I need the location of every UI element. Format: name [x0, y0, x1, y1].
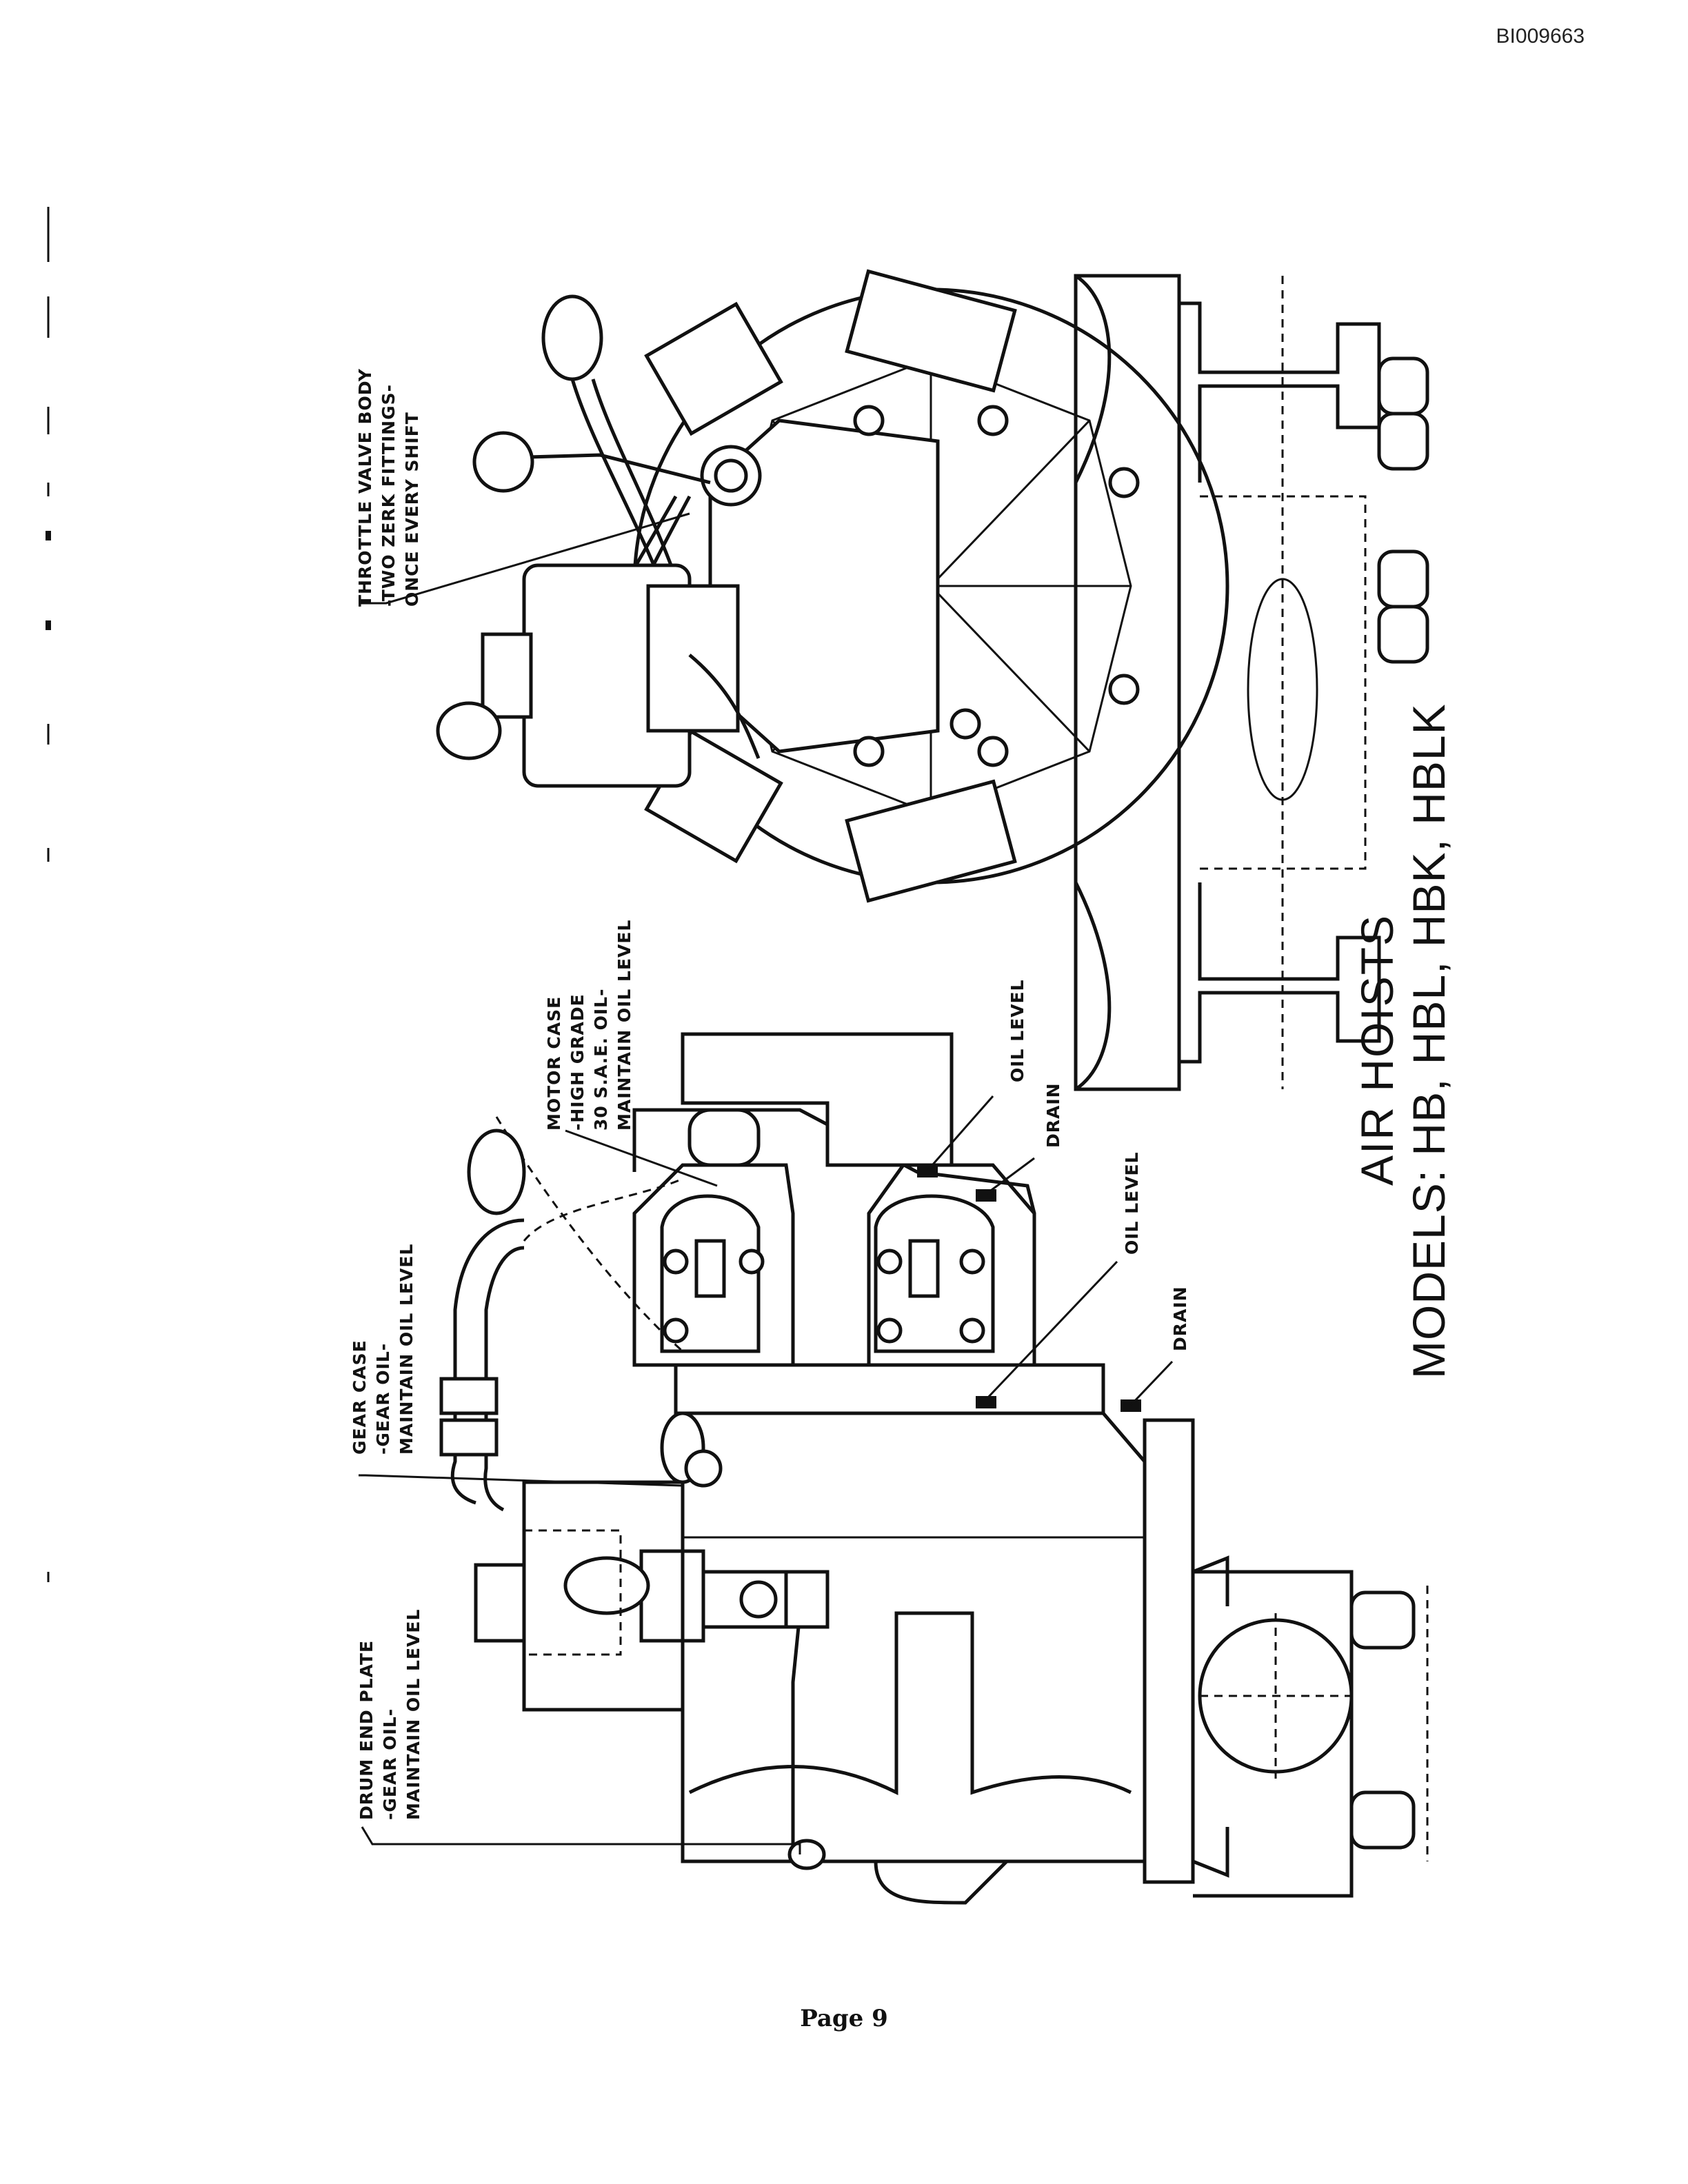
diagram-title-line1: AIR HOISTS [1352, 914, 1403, 1186]
side-view-leader-lines [359, 1095, 1174, 1854]
throttle-label-line2: -TWO ZERK FITTINGS- [379, 384, 399, 607]
oil-level-lower-label: OIL LEVEL [1122, 1151, 1142, 1255]
drum-end-plate-label-line1: DRUM END PLATE [356, 1640, 376, 1820]
document-id: BI009663 [1496, 25, 1585, 48]
motor-case-label-line4: MAINTAIN OIL LEVEL [614, 920, 634, 1131]
drum-end-plate-label-line3: MAINTAIN OIL LEVEL [403, 1609, 423, 1820]
motor-case-label-line2: -HIGH GRADE [567, 993, 587, 1131]
gear-case-label-line1: GEAR CASE [350, 1339, 370, 1455]
drum-end-plate-label-line2: -GEAR OIL- [380, 1708, 400, 1820]
motor-case-label-line3: 30 S.A.E. OIL- [591, 989, 611, 1131]
motor-end-view [436, 269, 1429, 1091]
drain-upper-label: DRAIN [1043, 1082, 1063, 1148]
drain-lower-label: DRAIN [1170, 1286, 1190, 1351]
page-number: Page 9 [800, 2005, 888, 2032]
margin-marks [46, 207, 51, 1582]
throttle-label-line1: THROTTLE VALVE BODY [355, 368, 375, 607]
throttle-label-line3: ONCE EVERY SHIFT [402, 412, 422, 607]
oil-level-upper-label: OIL LEVEL [1007, 979, 1027, 1082]
hoist-side-view [439, 1032, 1429, 1905]
motor-case-label-line1: MOTOR CASE [544, 996, 564, 1131]
diagram-title-line2: MODELS: HB, HBL, HBK, HBLK [1403, 703, 1454, 1379]
gear-case-label-line2: -GEAR OIL- [373, 1343, 393, 1455]
throttle-leader-line [359, 512, 690, 605]
gear-case-label-line3: MAINTAIN OIL LEVEL [396, 1244, 416, 1455]
